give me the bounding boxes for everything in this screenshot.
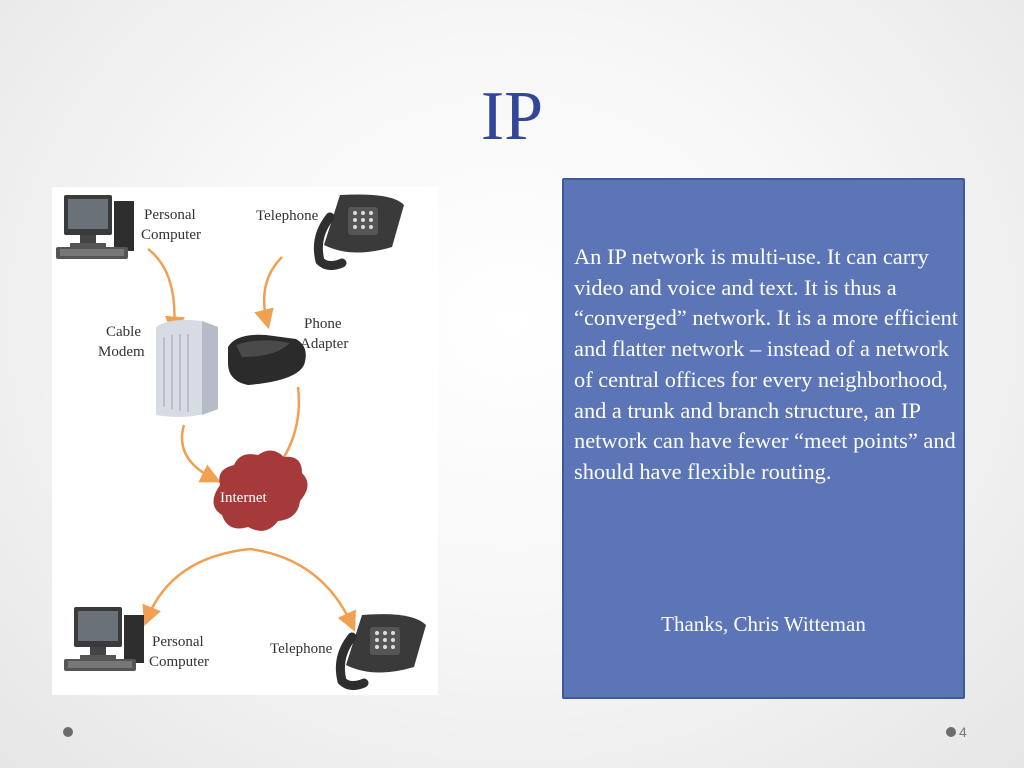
description-paragraph: An IP network is multi-use. It can carry… xyxy=(574,244,959,484)
label-pc-top-1: Personal xyxy=(144,207,196,223)
page-number: 4 xyxy=(959,724,967,740)
description-box: An IP network is multi-use. It can carry… xyxy=(562,178,965,699)
label-cable-1: Cable xyxy=(106,324,141,340)
label-pc-top-2: Computer xyxy=(141,227,201,243)
computer-icon xyxy=(56,195,134,259)
label-pc-bottom-1: Personal xyxy=(152,634,204,650)
telephone-icon xyxy=(335,614,426,691)
label-cable-2: Modem xyxy=(98,344,145,360)
diagram-arrows xyxy=(142,248,356,632)
label-phone-bottom: Telephone xyxy=(270,641,333,657)
label-adapter-1: Phone xyxy=(304,316,342,332)
label-pc-bottom-2: Computer xyxy=(149,654,209,670)
network-diagram: Personal Computer Telephone Cable Modem xyxy=(52,187,438,695)
label-phone-top: Telephone xyxy=(256,208,319,224)
computer-icon xyxy=(64,607,144,671)
credit-text: Thanks, Chris Witteman xyxy=(661,612,866,636)
bullet-dot-right xyxy=(946,727,956,737)
slide-title: IP xyxy=(480,78,544,155)
telephone-icon xyxy=(313,194,404,271)
label-adapter-2: Adapter xyxy=(300,336,348,352)
bullet-dot-left xyxy=(63,727,73,737)
cable-modem-icon xyxy=(156,319,218,417)
internet-cloud-icon xyxy=(213,450,308,531)
label-internet: Internet xyxy=(220,490,267,506)
phone-adapter-icon xyxy=(228,334,306,385)
